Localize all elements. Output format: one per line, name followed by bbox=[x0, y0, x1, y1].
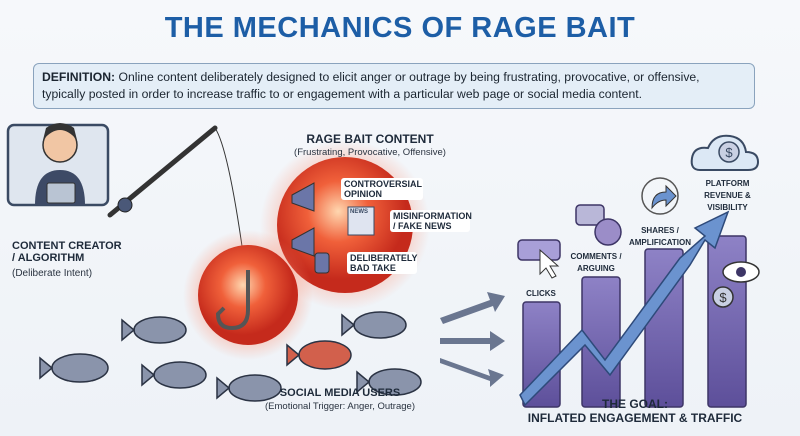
svg-text:$: $ bbox=[725, 145, 733, 160]
share-icon bbox=[641, 177, 679, 215]
click-icon bbox=[517, 239, 561, 279]
content-title: RAGE BAIT CONTENT bbox=[306, 132, 434, 146]
creator-monitor-icon bbox=[6, 123, 110, 207]
fish-icons bbox=[39, 311, 422, 402]
goal-line-1: THE GOAL: bbox=[602, 397, 668, 411]
creator-title-1: CONTENT CREATOR bbox=[12, 240, 122, 252]
stage-shares: SHARES / AMPLIFICATION bbox=[628, 226, 692, 247]
content-subtitle: (Frustrating, Provocative, Offensive) bbox=[294, 147, 446, 158]
stage-clicks: CLICKS bbox=[526, 289, 556, 298]
content-item-bad-take: DELIBERATELY BAD TAKE bbox=[347, 252, 418, 274]
megaphone-icon bbox=[291, 182, 315, 257]
eye-icon bbox=[722, 261, 760, 283]
goal-line-2: INFLATED ENGAGEMENT & TRAFFIC bbox=[527, 411, 743, 425]
stage-comments: COMMENTS / ARGUING bbox=[570, 252, 622, 273]
content-item-controversial: CONTROVERSIAL OPINION bbox=[341, 178, 423, 200]
svg-text:$: $ bbox=[719, 290, 727, 305]
users-title: SOCIAL MEDIA USERS bbox=[279, 387, 401, 399]
content-item-misinformation: MISINFORMATION / FAKE NEWS bbox=[390, 210, 472, 232]
flow-arrows bbox=[440, 292, 505, 387]
fishing-rod-icon bbox=[107, 125, 249, 291]
news-label: NEWS bbox=[350, 209, 368, 215]
comment-bubbles-icon bbox=[575, 204, 622, 246]
creator-subtitle: (Deliberate Intent) bbox=[12, 268, 93, 279]
creator-title-2: / ALGORITHM bbox=[12, 252, 85, 264]
thumbs-down-icon bbox=[314, 252, 330, 274]
definition-box: DEFINITION: Online content deliberately … bbox=[33, 63, 755, 109]
definition-label: DEFINITION: bbox=[42, 70, 116, 84]
cloud-dollar-icon: $ bbox=[690, 134, 760, 171]
newspaper-icon bbox=[347, 206, 375, 236]
creator-label: CONTENT CREATOR/ ALGORITHM bbox=[12, 240, 122, 264]
dollar-coin-icon: $ bbox=[712, 286, 734, 308]
hook-icon bbox=[215, 270, 250, 331]
users-subtitle: (Emotional Trigger: Anger, Outrage) bbox=[265, 401, 415, 412]
definition-text: Online content deliberately designed to … bbox=[42, 70, 700, 101]
trend-arrow bbox=[519, 210, 730, 407]
page-title: THE MECHANICS OF RAGE BAIT bbox=[164, 12, 636, 44]
stage-revenue: PLATFORM REVENUE & VISIBILITY bbox=[704, 179, 751, 212]
